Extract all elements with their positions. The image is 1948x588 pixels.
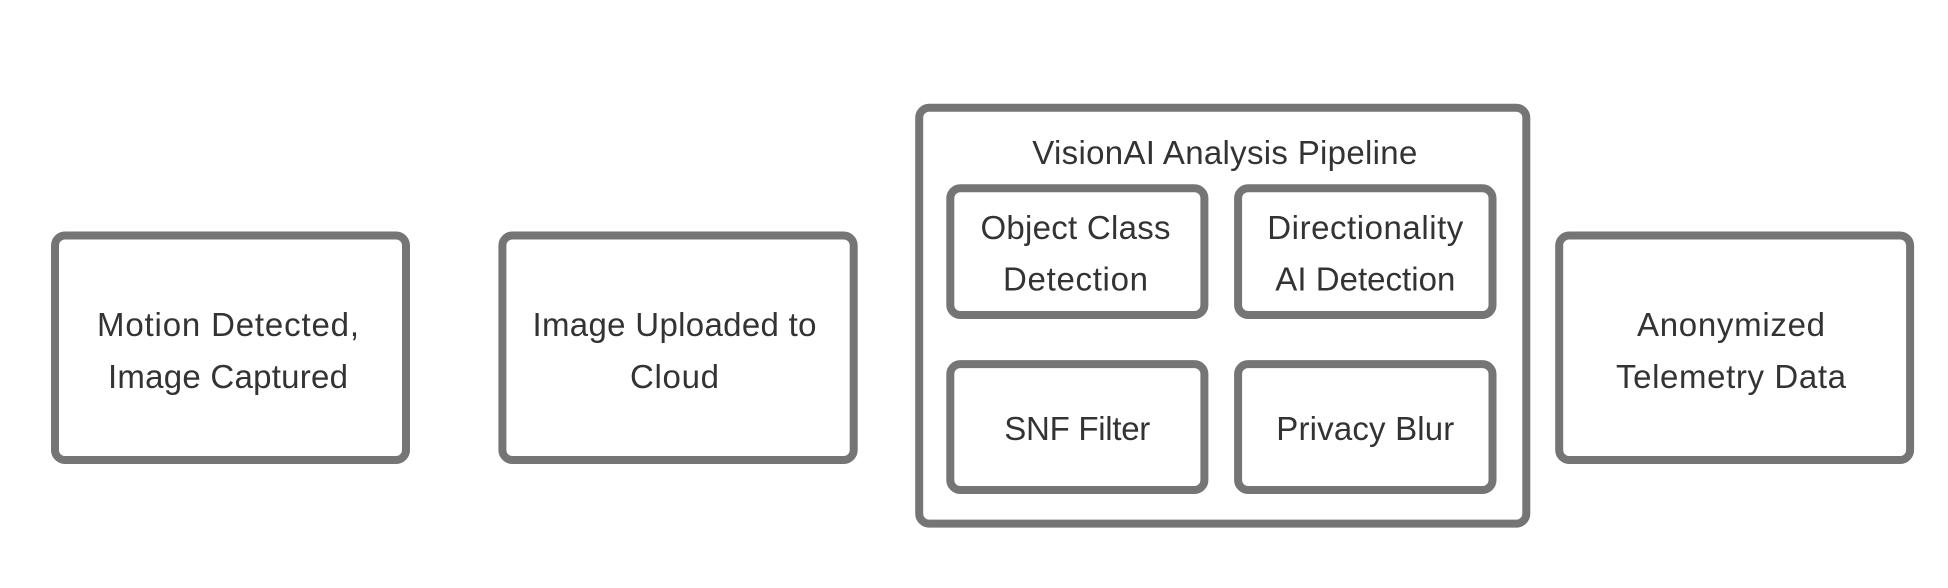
svg-text:Image Uploaded to: Image Uploaded to	[533, 306, 817, 343]
svg-text:Privacy Blur: Privacy Blur	[1276, 410, 1454, 447]
svg-text:Telemetry Data: Telemetry Data	[1616, 358, 1847, 395]
svg-text:SNF Filter: SNF Filter	[1004, 410, 1150, 447]
svg-text:Cloud: Cloud	[630, 358, 719, 395]
svg-text:Object Class: Object Class	[981, 209, 1171, 246]
svg-text:Anonymized: Anonymized	[1637, 306, 1825, 343]
svg-text:VisionAI Analysis Pipeline: VisionAI Analysis Pipeline	[1032, 134, 1417, 171]
svg-text:Image Captured: Image Captured	[108, 358, 348, 395]
svg-text:Detection: Detection	[1003, 261, 1148, 298]
svg-text:AI Detection: AI Detection	[1275, 261, 1455, 298]
svg-text:Directionality: Directionality	[1267, 209, 1464, 246]
svg-text:Motion Detected,: Motion Detected,	[97, 306, 359, 343]
